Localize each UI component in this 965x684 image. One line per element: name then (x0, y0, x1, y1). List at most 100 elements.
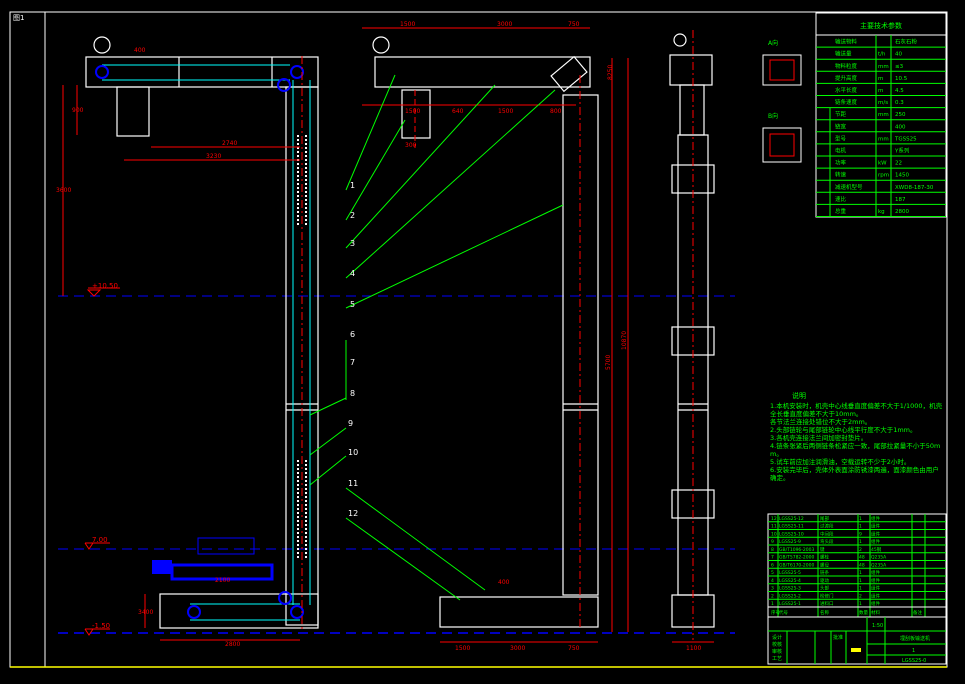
parts-cell: 10 (771, 531, 777, 537)
level-mark-top (86, 287, 120, 297)
spec-cell: Y系列 (894, 147, 910, 155)
callout-4: 4 (350, 269, 355, 278)
parts-cell: GB/T6170-2000 (779, 562, 815, 568)
dim-left-5: 2800 (225, 641, 240, 648)
parts-cell: 弯头段 (820, 538, 834, 545)
spec-table-title: 主要技术参数 (860, 21, 902, 30)
parts-cell: 1 (859, 516, 862, 522)
parts-cell: LGSS25-2 (779, 593, 801, 599)
parts-cell: 2 (859, 547, 862, 553)
parts-cell: 链条 (820, 569, 829, 576)
spec-cell: ≤3 (895, 64, 904, 70)
left-view: 2740 3230 900 3600 2800 3400 400 2100 (56, 36, 319, 648)
parts-cell: GB/T1096-2003 (779, 547, 815, 553)
spec-cell: 输送量 (835, 50, 852, 58)
level-mid: 7.00 (92, 536, 108, 544)
parts-cell: 组件 (871, 592, 880, 599)
dim-under-2: 640 (452, 108, 464, 115)
front-view: 1500 3000 750 1500 640 1500 800 300 5700… (309, 21, 629, 652)
spec-cell: rpm (878, 173, 889, 179)
spec-cell: mm (878, 64, 889, 70)
level-mark-mid (84, 542, 110, 550)
small-views: A向 B向 (762, 39, 802, 163)
parts-cell: 组件 (871, 585, 880, 592)
parts-cell: 45钢 (871, 546, 882, 553)
notes-title: 说明 (792, 392, 806, 400)
parts-cell: LGSS25-12 (779, 516, 804, 522)
dim-left-1: 2740 (222, 140, 237, 147)
parts-cell: 中间段 (820, 530, 834, 537)
dim-side-1: 5700 (605, 355, 612, 370)
callout-5: 5 (350, 300, 355, 309)
parts-header-cell: 备注 (913, 609, 922, 616)
parts-cell: 组件 (871, 523, 880, 530)
parts-cell: Q235A (871, 555, 887, 561)
dim-left-2: 3230 (206, 153, 221, 160)
parts-cell: 2 (859, 593, 862, 599)
note-line: 1.本机安装时，机壳中心线垂直度偏差不大于1/1000，机壳全长垂直度偏差不大于… (770, 402, 943, 418)
spec-cell: 转速 (835, 171, 847, 179)
dim-bottom-3: 750 (568, 645, 580, 652)
tb-label: 批准 (833, 634, 843, 641)
parts-cell: 键 (820, 546, 825, 553)
spec-cell: t/h (878, 52, 886, 58)
spec-cell: mm (878, 112, 889, 118)
leader-lines (309, 74, 564, 601)
dim-side-3: 8250 (607, 65, 614, 80)
spec-cell: 40 (895, 52, 902, 58)
drawing-name: 埋刮板输送机 (900, 635, 930, 642)
notes: 说明 1.本机安装时，机壳中心线垂直度偏差不大于1/1000，机壳全长垂直度偏差… (770, 392, 944, 482)
spec-cell: XWD8-187-30 (895, 185, 934, 191)
spec-cell: 型号 (835, 134, 847, 142)
spec-cell: kW (878, 161, 887, 167)
dim-under-4: 800 (550, 108, 562, 115)
parts-cell: 组件 (871, 569, 880, 576)
parts-cell: 螺栓 (820, 554, 829, 561)
spec-cell: 1450 (895, 173, 909, 179)
callout-11: 11 (348, 479, 358, 488)
spec-cell: 250 (895, 112, 906, 118)
spec-cell: 链宽 (835, 122, 847, 130)
parts-cell: 组件 (871, 515, 880, 522)
parts-cell: LGSS25-3 (779, 586, 801, 592)
tb-label: 工艺 (772, 656, 782, 662)
note-line: 3.各机壳连接法兰间加密封垫片。 (770, 434, 868, 442)
dim-left-6: 3400 (138, 609, 153, 616)
parts-cell: 进料口 (820, 600, 834, 607)
spec-cell: 187 (895, 197, 906, 203)
spec-cell: 提升高度 (835, 74, 858, 82)
spec-cell: 400 (895, 124, 906, 130)
sprocket-icon (95, 65, 109, 79)
spec-cell: 节距 (835, 110, 847, 118)
parts-cell: 5 (771, 570, 774, 576)
spec-cell: m (878, 76, 883, 82)
parts-cell: 9 (771, 539, 774, 545)
parts-cell: 1 (859, 578, 862, 584)
dim-top-2: 3000 (497, 21, 512, 28)
spec-cell: m (878, 88, 883, 94)
parts-header-cell: 名称 (820, 609, 829, 616)
parts-cell: LGSS25-5 (779, 570, 801, 576)
parts-cell: LGSS25-1 (779, 601, 801, 607)
parts-cell: LGSS25-11 (779, 524, 804, 530)
parts-cell: 1 (859, 601, 862, 607)
parts-cell: 1 (859, 539, 862, 545)
spec-cell: kg (878, 209, 885, 215)
tb-label: 设计 (772, 634, 782, 641)
callout-8: 8 (350, 389, 355, 398)
parts-cell: 驱动 (820, 577, 829, 584)
spec-cell: m/s (878, 100, 888, 106)
parts-cell: 48 (859, 555, 865, 561)
parts-cell: LGSS25-10 (779, 531, 804, 537)
parts-cell: 组件 (871, 538, 880, 545)
drive-motor (152, 537, 274, 581)
spec-cell: 水平长度 (835, 86, 858, 94)
spec-cell: 4.5 (895, 88, 904, 94)
parts-cell: 12 (771, 516, 777, 522)
parts-cell: 过渡段 (820, 523, 834, 530)
note-line: 5.试车前应加注润滑油，空载运转不少于2小时。 (770, 458, 911, 466)
level-bottom: -1.50 (92, 622, 110, 630)
parts-cell: 6 (771, 562, 774, 568)
